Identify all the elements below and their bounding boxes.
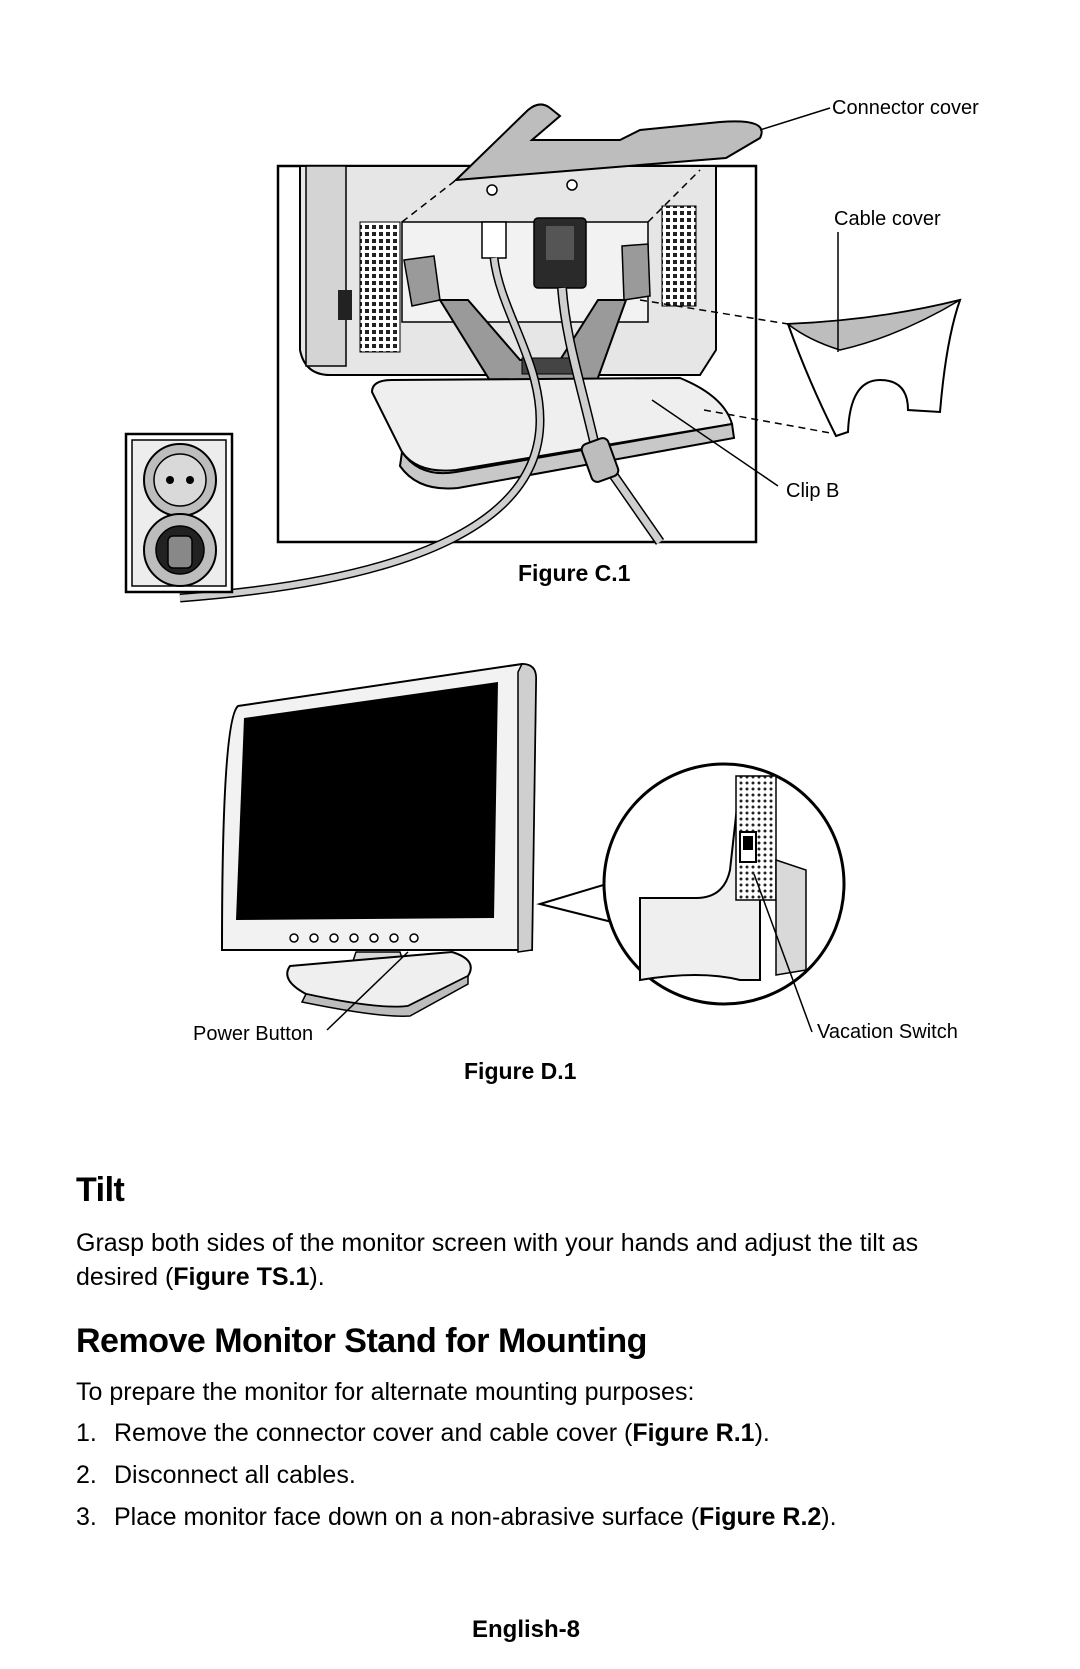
- step-text: Place monitor face down on a non-abrasiv…: [114, 1503, 700, 1531]
- step-item: 3. Place monitor face down on a non-abras…: [76, 1502, 837, 1532]
- step-figure-ref: Figure R.2: [699, 1503, 822, 1531]
- label-clip-b: Clip B: [786, 480, 840, 502]
- step-text-end: ).: [754, 1419, 770, 1447]
- step-item: 2. Disconnect all cables.: [76, 1460, 837, 1490]
- remove-stand-steps: 1. Remove the connector cover and cable c…: [76, 1418, 837, 1532]
- figure-c1-caption: Figure C.1: [518, 560, 631, 586]
- step-text: Remove the connector cover and cable cov…: [114, 1419, 633, 1447]
- step-number: 3.: [76, 1503, 97, 1531]
- tilt-heading: Tilt: [76, 1171, 125, 1209]
- remove-stand-heading: Remove Monitor Stand for Mounting: [76, 1322, 647, 1360]
- step-text: Disconnect all cables.: [114, 1461, 356, 1489]
- step-number: 1.: [76, 1419, 97, 1447]
- figure-d1-caption: Figure D.1: [464, 1058, 577, 1084]
- step-text-end: ).: [821, 1503, 837, 1531]
- step-number: 2.: [76, 1461, 97, 1489]
- remove-stand-intro: To prepare the monitor for alternate mou…: [76, 1378, 695, 1406]
- tilt-paragraph: Grasp both sides of the monitor screen w…: [76, 1226, 1006, 1294]
- label-cable-cover: Cable cover: [834, 208, 941, 230]
- step-item: 1. Remove the connector cover and cable c…: [76, 1418, 837, 1448]
- page-footer-label: English-8: [472, 1616, 581, 1643]
- label-vacation-switch: Vacation Switch: [817, 1021, 958, 1043]
- tilt-text-end: ).: [309, 1263, 325, 1291]
- label-power-button: Power Button: [193, 1023, 314, 1045]
- label-connector-cover: Connector cover: [832, 97, 979, 119]
- tilt-text: Grasp both sides of the monitor screen w…: [76, 1229, 919, 1291]
- step-figure-ref: Figure R.1: [632, 1419, 755, 1447]
- tilt-figure-ref: Figure TS.1: [173, 1263, 310, 1291]
